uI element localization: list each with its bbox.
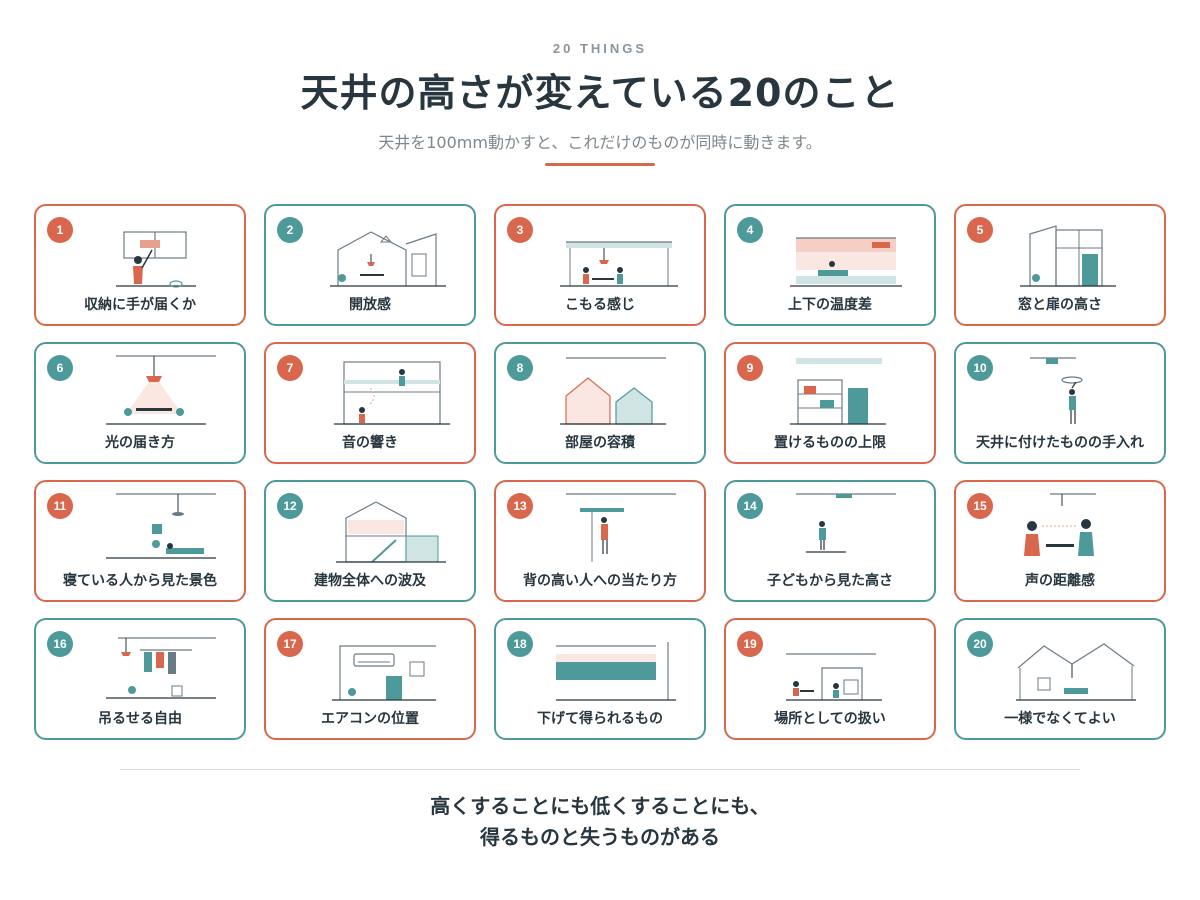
card-number-badge: 2 — [277, 217, 303, 243]
card-number-badge: 1 — [47, 217, 73, 243]
storage-reach-icon — [116, 231, 196, 288]
building-impact-icon — [336, 501, 446, 563]
card-label: エアコンの位置 — [321, 711, 419, 727]
card-15[interactable]: 15 声の距離感 — [954, 480, 1166, 602]
card-label: 上下の温度差 — [788, 297, 872, 313]
card-number-badge: 19 — [737, 631, 763, 657]
place-treatment-icon — [786, 653, 882, 701]
room-volume-icon — [560, 357, 666, 425]
card-11[interactable]: 11 寝ている人から見た景色 — [34, 480, 246, 602]
cozy-room-icon — [560, 241, 678, 287]
child-view-icon — [796, 493, 896, 553]
card-label: こもる感じ — [565, 297, 635, 313]
light-reach-icon — [106, 355, 216, 425]
card-number-badge: 4 — [737, 217, 763, 243]
card-19[interactable]: 19 場所としての扱い — [724, 618, 936, 740]
card-7[interactable]: 7 音の響き — [264, 342, 476, 464]
card-number-badge: 18 — [507, 631, 533, 657]
card-label: 音の響き — [342, 435, 398, 451]
conclusion: 高くすることにも低くすることにも、 得るものと失うものがある — [0, 791, 1200, 853]
card-number-badge: 6 — [47, 355, 73, 381]
lying-view-icon — [106, 493, 216, 559]
card-label: 子どもから見た高さ — [767, 573, 893, 589]
varied-ceiling-icon — [1016, 643, 1136, 701]
card-14[interactable]: 14 子どもから見た高さ — [724, 480, 936, 602]
card-20[interactable]: 20 一様でなくてよい — [954, 618, 1166, 740]
card-number-badge: 3 — [507, 217, 533, 243]
card-5[interactable]: 5 窓と扉の高さ — [954, 204, 1166, 326]
conclusion-line-2: 得るものと失うものがある — [480, 825, 720, 849]
card-number-badge: 16 — [47, 631, 73, 657]
card-number-badge: 13 — [507, 493, 533, 519]
air-conditioner-icon — [332, 645, 436, 701]
window-door-icon — [1020, 225, 1116, 287]
voice-distance-icon — [1024, 493, 1096, 556]
open-space-icon — [330, 231, 446, 287]
card-number-badge: 17 — [277, 631, 303, 657]
storage-limit-icon — [790, 358, 886, 425]
card-6[interactable]: 6 光の届き方 — [34, 342, 246, 464]
sound-echo-icon — [334, 361, 450, 425]
card-number-badge: 11 — [47, 493, 73, 519]
lowered-ceiling-icon — [556, 642, 676, 701]
card-number-badge: 12 — [277, 493, 303, 519]
card-label: 光の届き方 — [105, 435, 175, 451]
card-3[interactable]: 3 こもる感じ — [494, 204, 706, 326]
tall-person-icon — [566, 493, 676, 562]
conclusion-line-1: 高くすることにも低くすることにも、 — [430, 794, 770, 818]
card-label: 置けるものの上限 — [774, 435, 886, 451]
hanging-freedom-icon — [106, 637, 216, 699]
card-label: 部屋の容積 — [565, 435, 635, 451]
card-number-badge: 15 — [967, 493, 993, 519]
page-title: 天井の高さが変えている20のこと — [300, 71, 900, 115]
card-number-badge: 5 — [967, 217, 993, 243]
card-8[interactable]: 8 部屋の容積 — [494, 342, 706, 464]
card-grid: 1 収納に手が届くか 2 開放感 3 — [34, 204, 1166, 740]
card-4[interactable]: 4 上下の温度差 — [724, 204, 936, 326]
card-label: 一様でなくてよい — [1004, 711, 1116, 727]
footer-divider — [120, 769, 1080, 770]
card-number-badge: 7 — [277, 355, 303, 381]
card-label: 声の距離感 — [1025, 573, 1095, 589]
card-label: 開放感 — [349, 297, 391, 313]
card-label: 収納に手が届くか — [84, 297, 196, 313]
card-label: 天井に付けたものの手入れ — [976, 435, 1144, 451]
accent-rule — [545, 163, 655, 166]
card-9[interactable]: 9 置けるものの上限 — [724, 342, 936, 464]
card-label: 吊るせる自由 — [98, 711, 182, 727]
card-17[interactable]: 17 エアコンの位置 — [264, 618, 476, 740]
card-number-badge: 20 — [967, 631, 993, 657]
card-number-badge: 14 — [737, 493, 763, 519]
card-10[interactable]: 10 天井に付けたものの手入れ — [954, 342, 1166, 464]
card-2[interactable]: 2 開放感 — [264, 204, 476, 326]
card-label: 寝ている人から見た景色 — [63, 573, 217, 589]
ceiling-maintenance-icon — [1030, 357, 1083, 424]
card-16[interactable]: 16 吊るせる自由 — [34, 618, 246, 740]
temperature-gradient-icon — [790, 237, 902, 287]
card-label: 窓と扉の高さ — [1018, 297, 1102, 313]
page-subtitle: 天井を100mm動かすと、これだけのものが同時に動きます。 — [378, 133, 822, 152]
card-13[interactable]: 13 背の高い人への当たり方 — [494, 480, 706, 602]
card-1[interactable]: 1 収納に手が届くか — [34, 204, 246, 326]
card-label: 背の高い人への当たり方 — [523, 573, 677, 589]
card-18[interactable]: 18 下げて得られるもの — [494, 618, 706, 740]
card-number-badge: 10 — [967, 355, 993, 381]
card-number-badge: 9 — [737, 355, 763, 381]
card-number-badge: 8 — [507, 355, 533, 381]
card-label: 建物全体への波及 — [314, 573, 426, 589]
card-label: 下げて得られるもの — [537, 711, 663, 727]
card-label: 場所としての扱い — [774, 711, 886, 727]
eyebrow: 20 THINGS — [552, 41, 648, 56]
card-12[interactable]: 12 建物全体への波及 — [264, 480, 476, 602]
